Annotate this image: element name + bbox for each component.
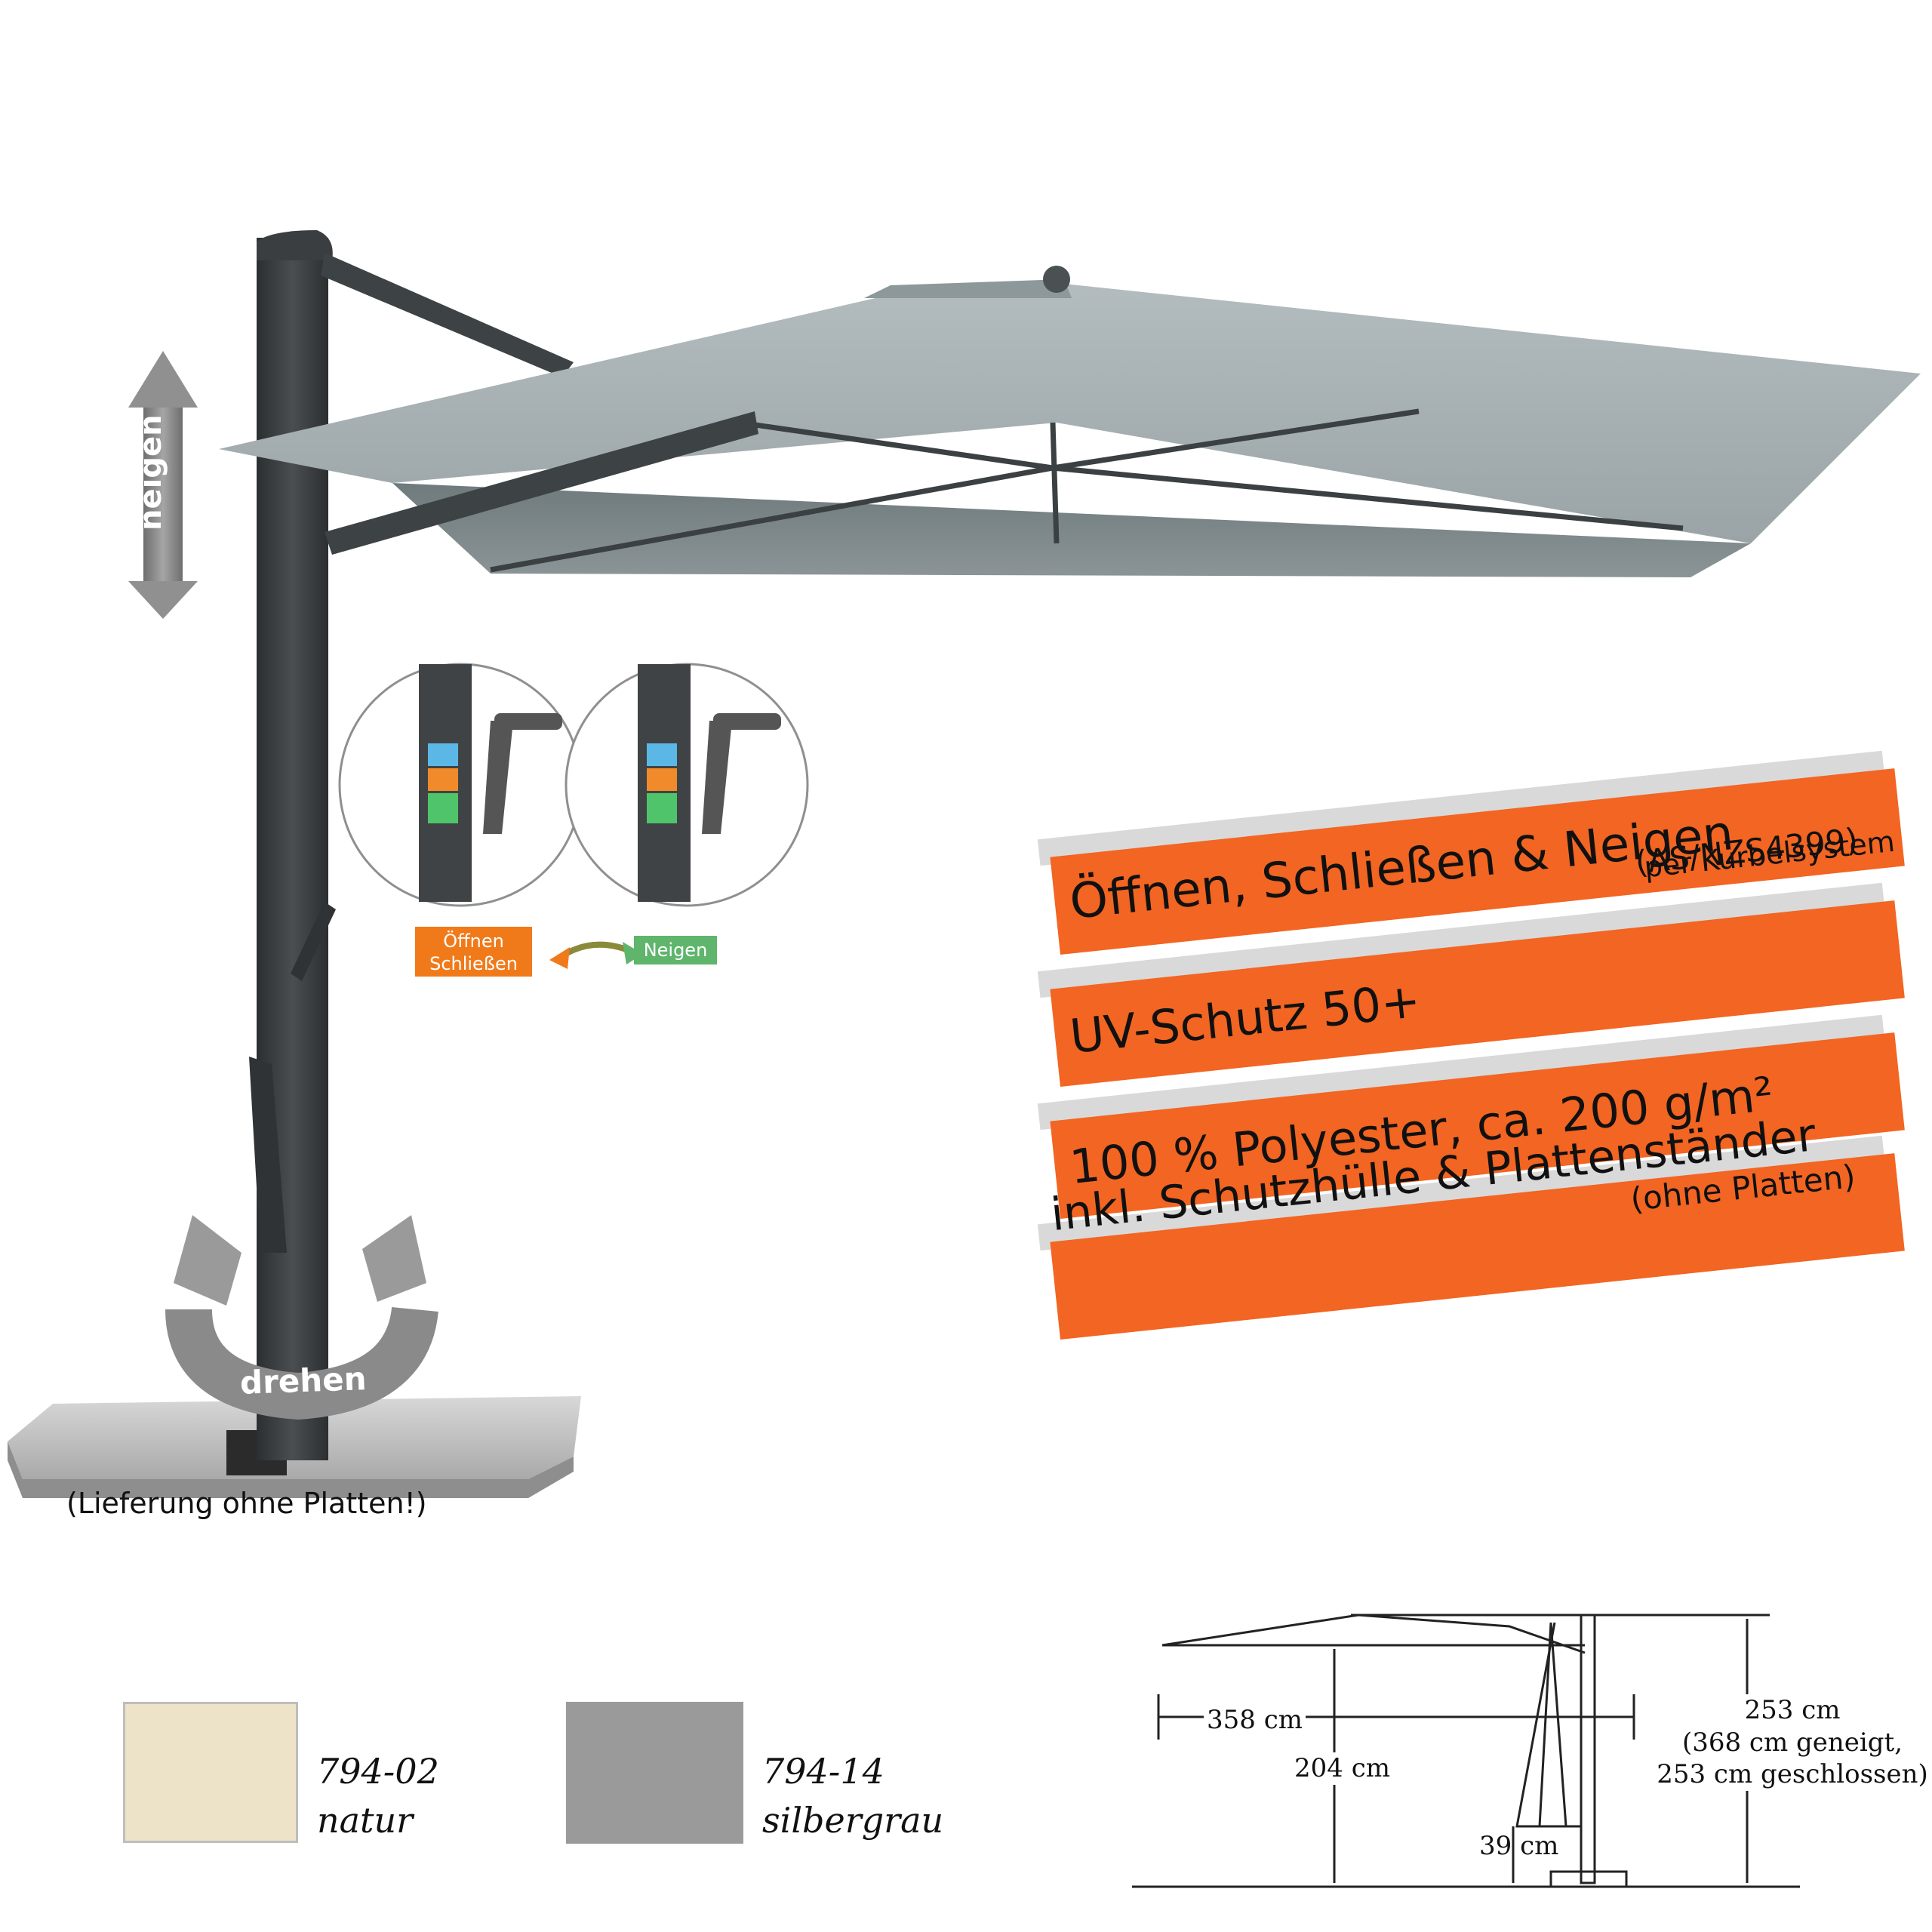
dim-total-height-2: (368 cm geneigt, <box>1681 1727 1903 1758</box>
swatch-silbergrau <box>566 1702 743 1844</box>
tag-close-label: Schließen <box>429 953 518 974</box>
dim-clearance: 39 cm <box>1479 1831 1559 1861</box>
rotate-label: drehen <box>239 1360 368 1401</box>
swatch-name-silbergrau: silbergrau <box>762 1800 944 1841</box>
dim-total-height-3: 253 cm geschlossen) <box>1657 1759 1928 1789</box>
dim-width: 358 cm <box>1204 1704 1306 1737</box>
swatch-name-natur: natur <box>317 1800 414 1841</box>
dim-total-height-1: 253 cm <box>1744 1695 1841 1725</box>
dim-total-height: 253 cm (368 cm geneigt, 253 cm geschloss… <box>1653 1694 1932 1791</box>
rotate-arrow-icon <box>165 1215 438 1420</box>
base-note: (Lieferung ohne Platten!) <box>66 1487 427 1520</box>
tag-open-close: Öffnen Schließen <box>415 927 532 977</box>
parasol <box>8 230 1921 1498</box>
swatch-code-silbergrau: 794-14 <box>762 1751 884 1792</box>
dim-canopy-height: 204 cm <box>1294 1752 1390 1785</box>
tilt-arrow-icon <box>128 351 198 619</box>
tag-open-label: Öffnen <box>443 931 504 952</box>
tilt-label: neigen <box>134 414 168 531</box>
crank-detail-circles <box>338 663 809 969</box>
swatch-code-natur: 794-02 <box>317 1751 439 1792</box>
tag-tilt: Neigen <box>634 936 717 964</box>
swatch-natur <box>123 1702 298 1843</box>
